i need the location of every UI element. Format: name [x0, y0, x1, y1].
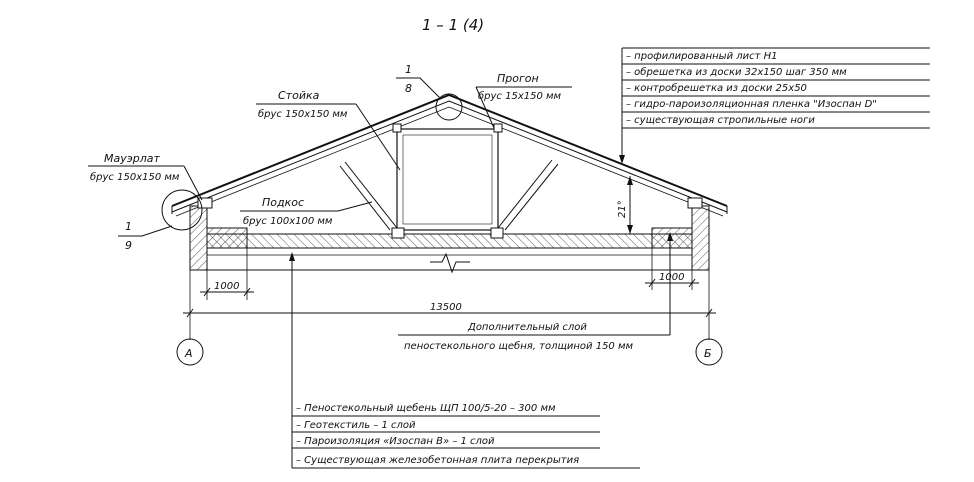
section-title: 1 – 1 (4): [422, 16, 484, 34]
roof-layer-2: – обрешетка из доски 32х150 шаг 350 мм: [626, 66, 847, 78]
mauerlat-right: [687, 197, 703, 209]
floor-layers-callout: – Пеностекольный щебень ЩП 100/5-20 – 30…: [289, 252, 640, 469]
mauerlat-callout: Мауэрлат брус 150х150 мм: [88, 152, 203, 201]
foam-glass-layer: [206, 227, 693, 249]
axis-a-label: А: [184, 347, 193, 360]
podkos-name: Подкос: [262, 196, 304, 209]
left-wall: [189, 205, 208, 271]
node-left-den: 9: [125, 239, 132, 252]
axis-b-marker: Б: [695, 335, 723, 366]
node-circle-ridge: [435, 93, 463, 121]
floor-slab: [206, 247, 693, 274]
dim-left-label: 1000: [214, 281, 239, 292]
angle-label: 21°: [617, 200, 628, 218]
floor-layer-1: – Пеностекольный щебень ЩП 100/5-20 – 30…: [296, 402, 556, 414]
progon-name: Прогон: [497, 72, 539, 85]
dimension-left: 1000: [200, 248, 254, 300]
floor-layer-2: – Геотекстиль – 1 слой: [296, 420, 416, 431]
roof-layer-3: – контробрешетка из доски 25х50: [626, 82, 807, 94]
truss-frame: [339, 123, 559, 239]
axis-a-marker: А: [176, 335, 204, 366]
roof-layer-5: – существующая стропильные ноги: [626, 115, 815, 126]
node-left-num: 1: [125, 220, 132, 233]
mauerlat-spec: брус 150х150 мм: [90, 171, 180, 183]
floor-layer-3: – Пароизоляция «Изоспан В» – 1 слой: [296, 436, 495, 447]
node-callout-top: 1 8: [396, 63, 441, 99]
node-top-num: 1: [405, 63, 412, 76]
mauerlat-left: [197, 197, 213, 209]
extra-layer-callout: Дополнительный слой пеностекольного щебн…: [398, 232, 673, 352]
node-top-den: 8: [405, 82, 412, 95]
extra-layer-line-2: пеностекольного щебня, толщиной 150 мм: [404, 340, 634, 352]
roof-slopes: [171, 93, 728, 217]
podkos-spec: брус 100х100 мм: [243, 215, 333, 227]
axis-b-label: Б: [704, 347, 712, 360]
mauerlat-name: Мауэрлат: [104, 152, 161, 165]
dimension-right: 1000: [645, 248, 699, 290]
stoika-spec: брус 150х150 мм: [258, 108, 348, 120]
floor-layer-4: – Существующая железобетонная плита пере…: [296, 454, 579, 466]
stoika-name: Стойка: [278, 89, 320, 102]
node-callout-left: 1 9: [118, 220, 173, 252]
extra-layer-line-1: Дополнительный слой: [467, 322, 587, 333]
roof-layer-1: – профилированный лист Н1: [626, 51, 778, 62]
stoika-callout: Стойка брус 150х150 мм: [256, 89, 401, 171]
dim-total-label: 13500: [430, 302, 462, 313]
right-wall: [691, 205, 710, 271]
dimension-total: 13500: [183, 270, 716, 335]
angle-dimension: 21°: [617, 176, 633, 234]
dim-right-label: 1000: [659, 272, 684, 283]
roof-layers-callout: – профилированный лист Н1 – обрешетка из…: [619, 47, 930, 164]
roof-layer-4: – гидро-пароизоляционная пленка "Изоспан…: [626, 99, 877, 110]
progon-callout: Прогон брус 15х150 мм: [475, 72, 572, 129]
podkos-callout: Подкос брус 100х100 мм: [240, 196, 373, 227]
node-circle-eave: [161, 189, 203, 231]
progon-spec: брус 15х150 мм: [478, 90, 562, 102]
